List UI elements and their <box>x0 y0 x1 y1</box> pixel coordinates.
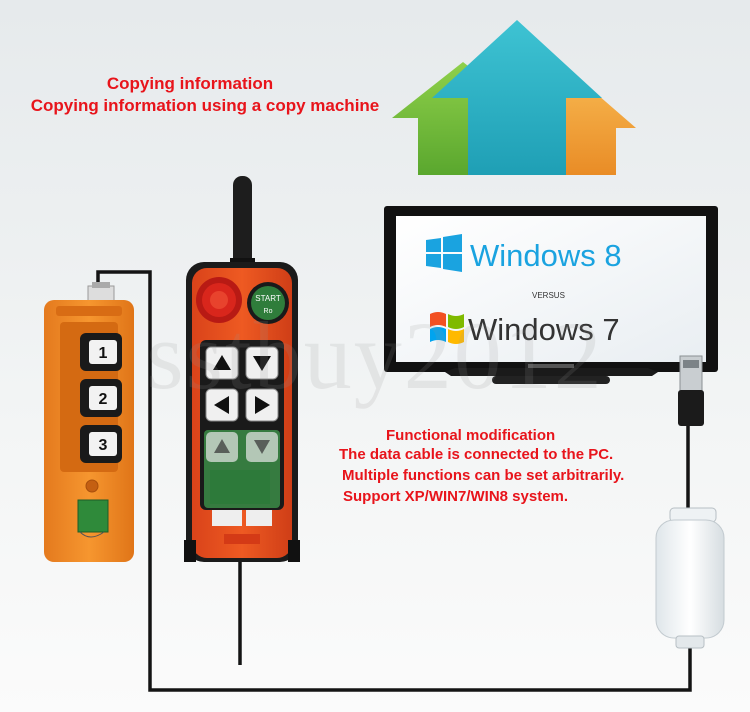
function-title: Functional modification <box>386 427 556 444</box>
data-cable <box>96 270 692 692</box>
small-remote-button-1: 1 <box>80 333 122 371</box>
function-line-3: Support XP/WIN7/WIN8 system. <box>343 488 569 505</box>
antenna <box>233 176 252 268</box>
monitor-os-b-label: Windows 7 <box>468 312 620 347</box>
monitor-os-a-label: Windows 8 <box>470 238 622 273</box>
small-remote-button-2: 2 <box>80 379 122 417</box>
windows-8-logo-icon <box>426 234 462 272</box>
lower-left-button <box>206 432 238 462</box>
windows-7-logo-icon <box>430 312 464 344</box>
monitor-versus-label: VERSUS <box>532 291 565 300</box>
lower-right-button <box>246 432 278 462</box>
small-remote-button-3: 3 <box>80 425 122 463</box>
emergency-stop-button <box>196 277 242 323</box>
usb-adapter <box>655 355 725 649</box>
monitor: Windows 8 VERSUS Windows 7 <box>384 206 718 384</box>
start-button-label: START <box>255 294 281 303</box>
small-remote: 1 2 3 <box>44 282 134 562</box>
start-button: START Ro <box>247 282 289 324</box>
copy-info-line-2: Copying information using a copy machine <box>30 96 380 115</box>
right-arrow-button <box>245 388 279 422</box>
up-arrow-icon <box>213 355 231 370</box>
copy-info-line-1: Copying information <box>106 74 274 93</box>
down-arrow-icon <box>253 356 271 371</box>
function-line-2: Multiple functions can be set arbitraril… <box>342 467 625 484</box>
small-remote-button-label: 2 <box>99 391 108 408</box>
teal-arrow <box>432 20 602 175</box>
upward-arrows-graphic <box>392 20 636 175</box>
right-arrow-icon <box>255 396 270 414</box>
small-remote-button-label: 1 <box>99 345 108 362</box>
down-arrow-button <box>245 346 279 380</box>
lower-left-arrow-icon <box>214 439 230 453</box>
up-arrow-button <box>205 346 239 380</box>
function-line-1: The data cable is connected to the PC. <box>339 446 614 463</box>
lower-right-arrow-icon <box>254 440 270 454</box>
main-remote: START Ro <box>184 176 300 562</box>
small-remote-button-label: 3 <box>99 437 108 454</box>
left-arrow-button <box>205 388 239 422</box>
start-button-sub-label: Ro <box>264 308 273 315</box>
left-arrow-icon <box>214 396 229 414</box>
